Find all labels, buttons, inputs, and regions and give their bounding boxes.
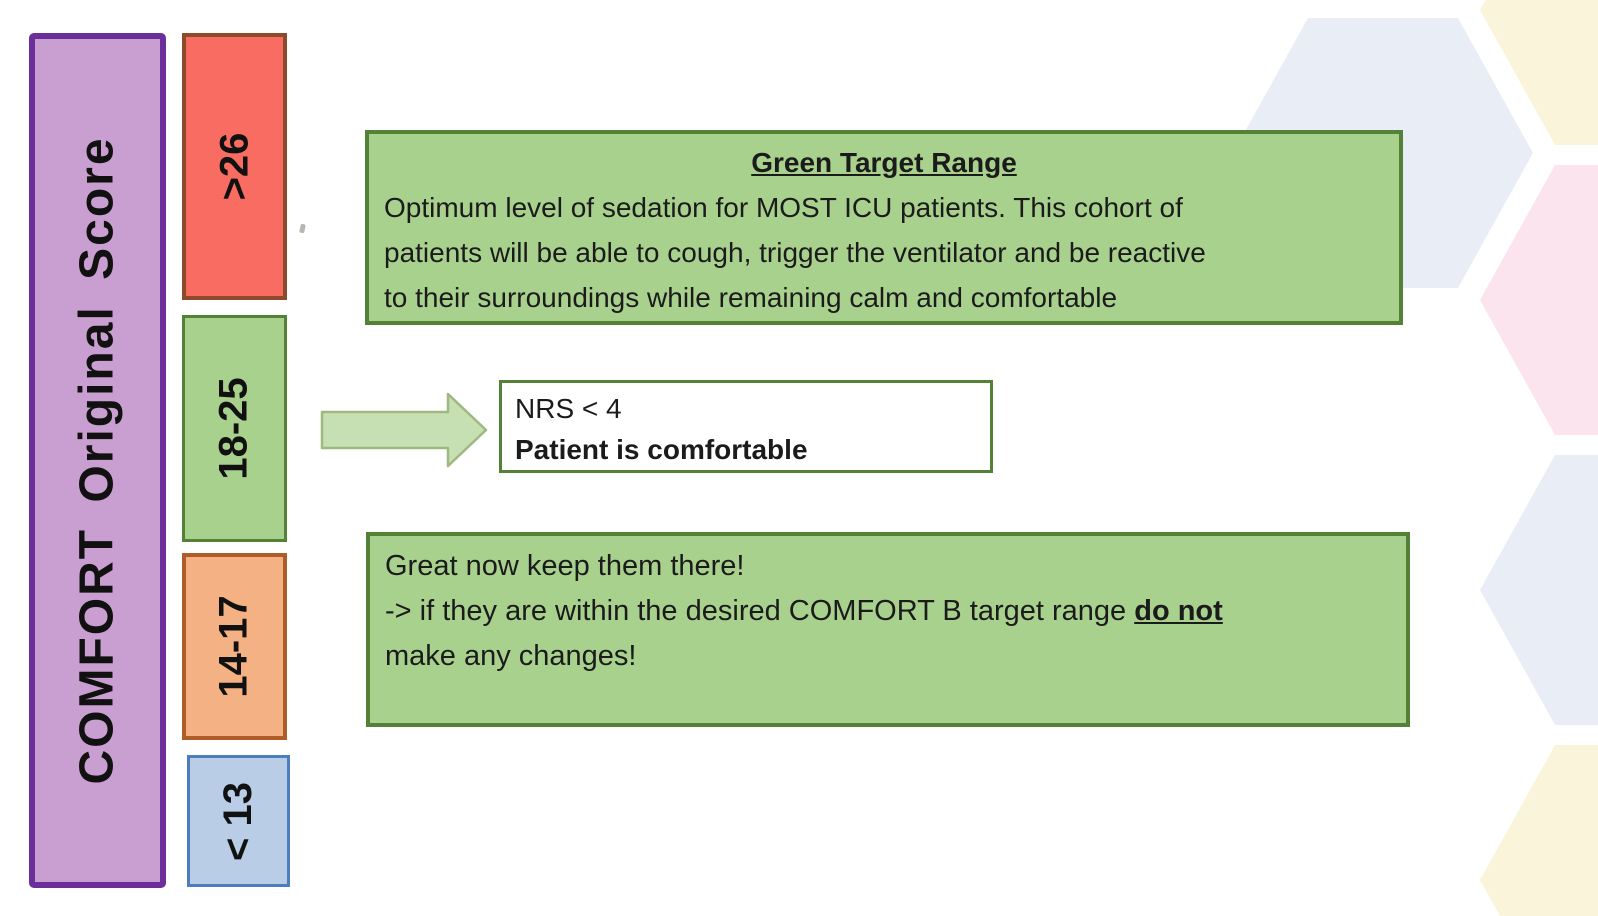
keep-box-do-not-emphasis: do not xyxy=(1134,595,1223,627)
keep-them-there-box: Great now keep them there! -> if they ar… xyxy=(366,532,1410,727)
green-target-range-box: Green Target Range Optimum level of seda… xyxy=(365,130,1403,325)
scale-bar-title: COMFORT Original Score xyxy=(71,136,124,785)
background-hexagon-yellow xyxy=(1480,745,1598,916)
score-range-label: 14-17 xyxy=(212,595,256,698)
green-target-range-body-line: Optimum level of sedation for MOST ICU p… xyxy=(384,192,1183,223)
keep-box-line2: -> if they are within the desired COMFOR… xyxy=(385,589,1391,634)
score-range-label: >26 xyxy=(211,132,256,201)
score-range-box-lt13: < 13 xyxy=(187,755,290,887)
score-range-label: < 13 xyxy=(216,781,260,861)
patient-comfortable-line: Patient is comfortable xyxy=(515,434,808,465)
right-arrow-icon xyxy=(320,392,488,468)
score-range-box-14-17: 14-17 xyxy=(182,553,287,740)
green-target-range-body-line: to their surroundings while remaining ca… xyxy=(384,282,1118,313)
green-target-range-body-line: patients will be able to cough, trigger … xyxy=(384,237,1206,268)
keep-box-line1: Great now keep them there! xyxy=(385,550,745,582)
green-target-range-title: Green Target Range xyxy=(751,147,1017,178)
score-range-label: 18-25 xyxy=(212,377,256,480)
background-hexagon-blue xyxy=(1480,455,1598,725)
score-range-box-gt26: >26 xyxy=(182,33,287,300)
keep-box-line2-prefix: -> if they are within the desired COMFOR… xyxy=(385,595,1135,627)
score-range-box-18-25: 18-25 xyxy=(182,315,287,542)
slide-artifact-speck xyxy=(299,223,306,234)
nrs-comfort-box: NRS < 4 Patient is comfortable xyxy=(499,380,993,473)
keep-box-line3: make any changes! xyxy=(385,640,637,672)
nrs-line: NRS < 4 xyxy=(515,393,622,424)
comfort-score-scale-bar: COMFORT Original Score xyxy=(29,33,166,888)
right-arrow-shape xyxy=(320,392,488,468)
